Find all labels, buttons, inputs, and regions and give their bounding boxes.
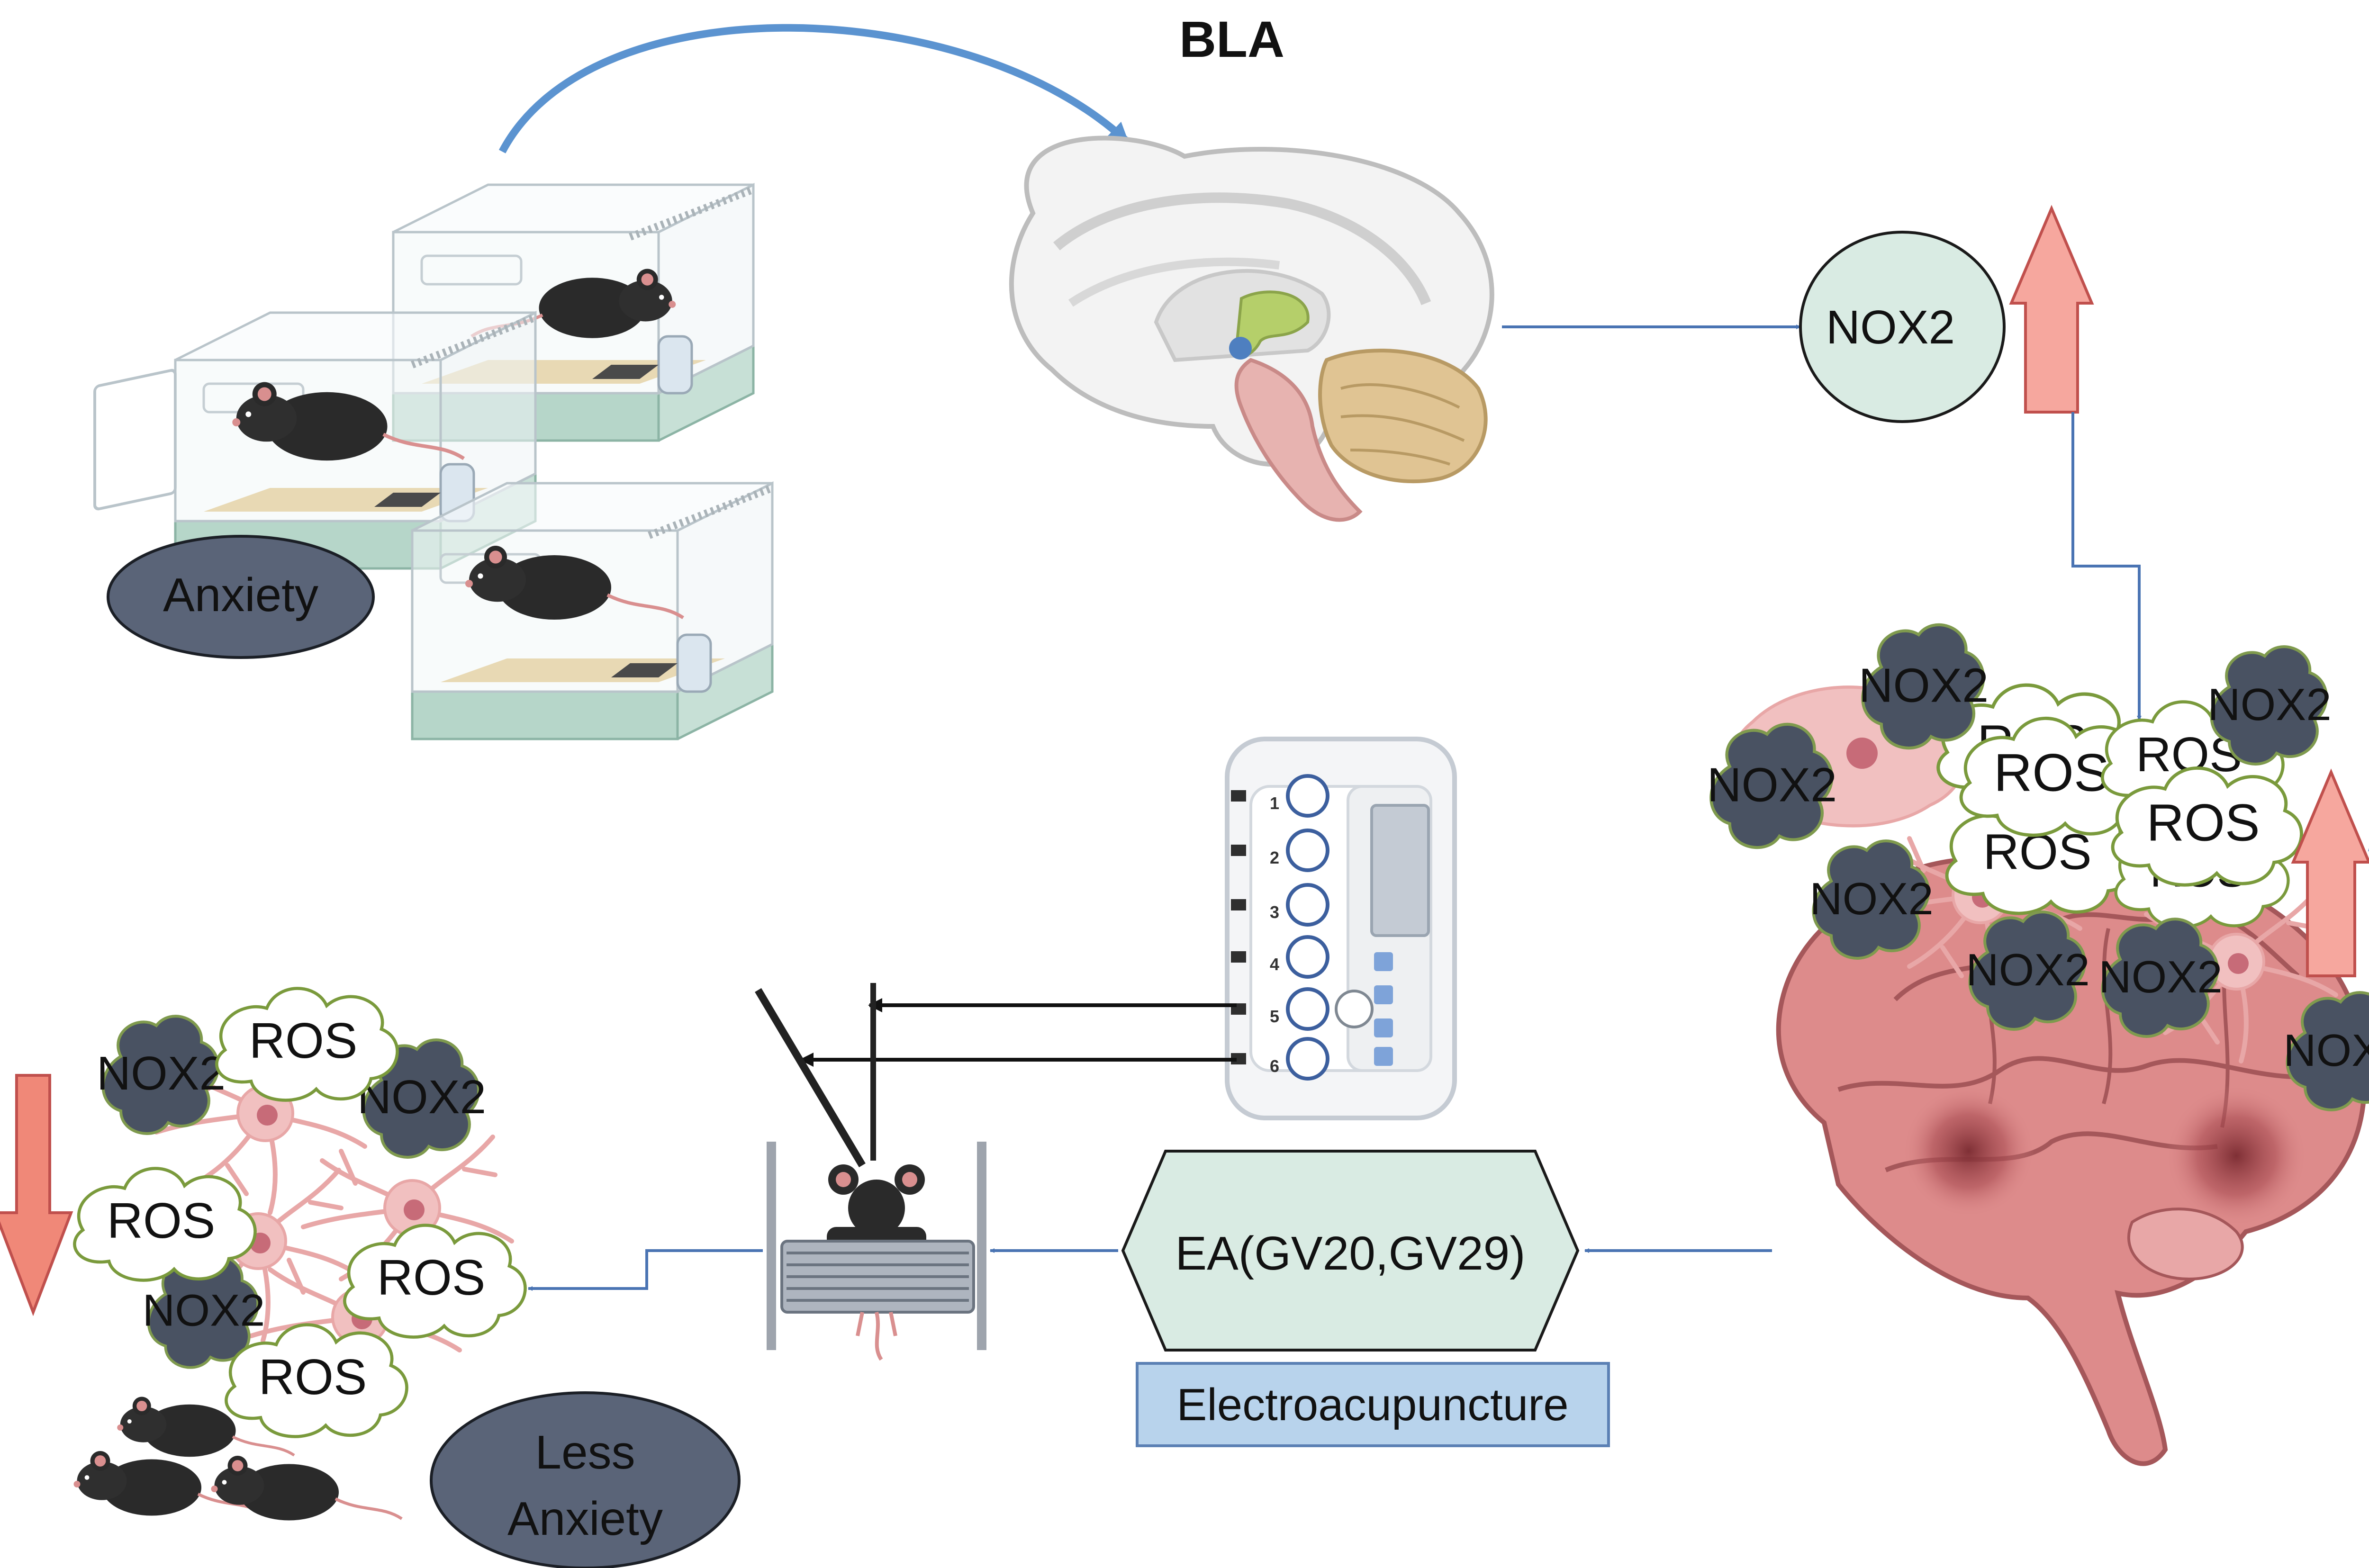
nox2-blob: NOX2: [1966, 912, 2090, 1029]
stimulator-channels: 1 2 3 4 5: [1231, 774, 1329, 1081]
nox2-ellipse-label: NOX2: [1826, 301, 1955, 354]
ros-cloud: ROS: [2113, 768, 2301, 885]
ros-cloud: ROS: [74, 1169, 255, 1280]
less-anxiety-line-1: Less: [535, 1426, 635, 1479]
stimulator-channel-label: 6: [1270, 1056, 1279, 1076]
cage-front-right: [412, 483, 772, 739]
nox2-blob-label: NOX2: [2283, 1025, 2369, 1076]
nox2-blob: NOX2: [357, 1040, 486, 1157]
anxiety-label: Anxiety: [163, 568, 318, 622]
electroacupuncture-label: Electroacupuncture: [1176, 1379, 1568, 1430]
nox2-blob-label: NOX2: [1859, 659, 1989, 712]
ros-label: ROS: [1994, 743, 2109, 802]
inflamed-brain-illustration: [1776, 856, 2367, 1466]
nox2-blob: NOX2: [1859, 625, 1989, 748]
ros-cloud: ROS: [217, 989, 397, 1100]
ros-label: ROS: [2146, 794, 2260, 852]
cage-front-left: [93, 313, 535, 568]
nox2-blob-label: NOX2: [1809, 874, 1933, 924]
stimulator-channel-label: 1: [1270, 793, 1279, 813]
nox2-blob-label: NOX2: [1707, 759, 1837, 812]
acupuncture-needle: [755, 988, 866, 1168]
ros-label: ROS: [377, 1250, 486, 1306]
electro-stimulator-device: 1 2 3 4 5: [1225, 737, 1457, 1120]
bla-label: BLA: [1179, 10, 1284, 68]
nox2-blob: NOX2: [1707, 724, 1837, 847]
ea-label: EA(GV20,GV29): [1175, 1227, 1525, 1280]
nox2-blob: NOX2: [143, 1256, 265, 1367]
nox2-blob-label: NOX2: [143, 1286, 265, 1336]
ros-cloud: ROS: [344, 1226, 525, 1337]
ros-label: ROS: [249, 1013, 358, 1069]
ros-label: ROS: [259, 1349, 367, 1405]
nox2-ellipse: NOX2: [1799, 231, 2006, 423]
electroacupuncture-box: Electroacupuncture: [1136, 1362, 1610, 1447]
arrow-nox2-to-cluster: [2071, 412, 2142, 721]
nox2-blob: NOX2: [2098, 919, 2223, 1036]
ros-label: ROS: [107, 1193, 216, 1249]
nox2-blob-label: NOX2: [1966, 945, 2089, 995]
stimulator-channel-label: 2: [1270, 848, 1279, 867]
arrow-cages-to-brain: [498, 24, 1130, 153]
nox2-blob: NOX2: [2283, 992, 2369, 1110]
stimulator-channel-label: 3: [1270, 902, 1279, 922]
ea-hexagon: EA(GV20,GV29): [1121, 1150, 1580, 1352]
less-anxiety-ellipse: Less Anxiety: [430, 1391, 741, 1568]
nox2-blob: NOX2: [1809, 841, 1934, 958]
nox2-blob: NOX2: [2207, 647, 2332, 764]
nox2-blob-label: NOX2: [2098, 952, 2222, 1002]
up-arrow-icon: [2291, 768, 2369, 977]
down-arrow-icon: [0, 1074, 73, 1316]
nox2-blob-label: NOX2: [2207, 679, 2331, 730]
nox2-blob-label: NOX2: [97, 1047, 226, 1100]
nox2-blob-label: NOX2: [357, 1071, 486, 1124]
up-arrow-icon: [2009, 205, 2094, 414]
arrow-restrained-mouse-to-outcome: [528, 1249, 763, 1291]
bla-brain-illustration: [1009, 135, 1494, 522]
nox2-blob: NOX2: [97, 1016, 226, 1134]
mouse-cages-illustration: [93, 185, 772, 739]
stimulator-channel-label: 5: [1270, 1007, 1279, 1026]
stimulator-channel-label: 4: [1270, 955, 1279, 974]
restrained-mouse-illustration: [767, 1142, 986, 1361]
less-anxiety-line-2: Anxiety: [507, 1492, 663, 1545]
anxiety-ellipse: Anxiety: [107, 535, 375, 659]
ros-cloud: ROS: [1961, 718, 2150, 835]
ros-cloud: ROS: [226, 1325, 407, 1437]
